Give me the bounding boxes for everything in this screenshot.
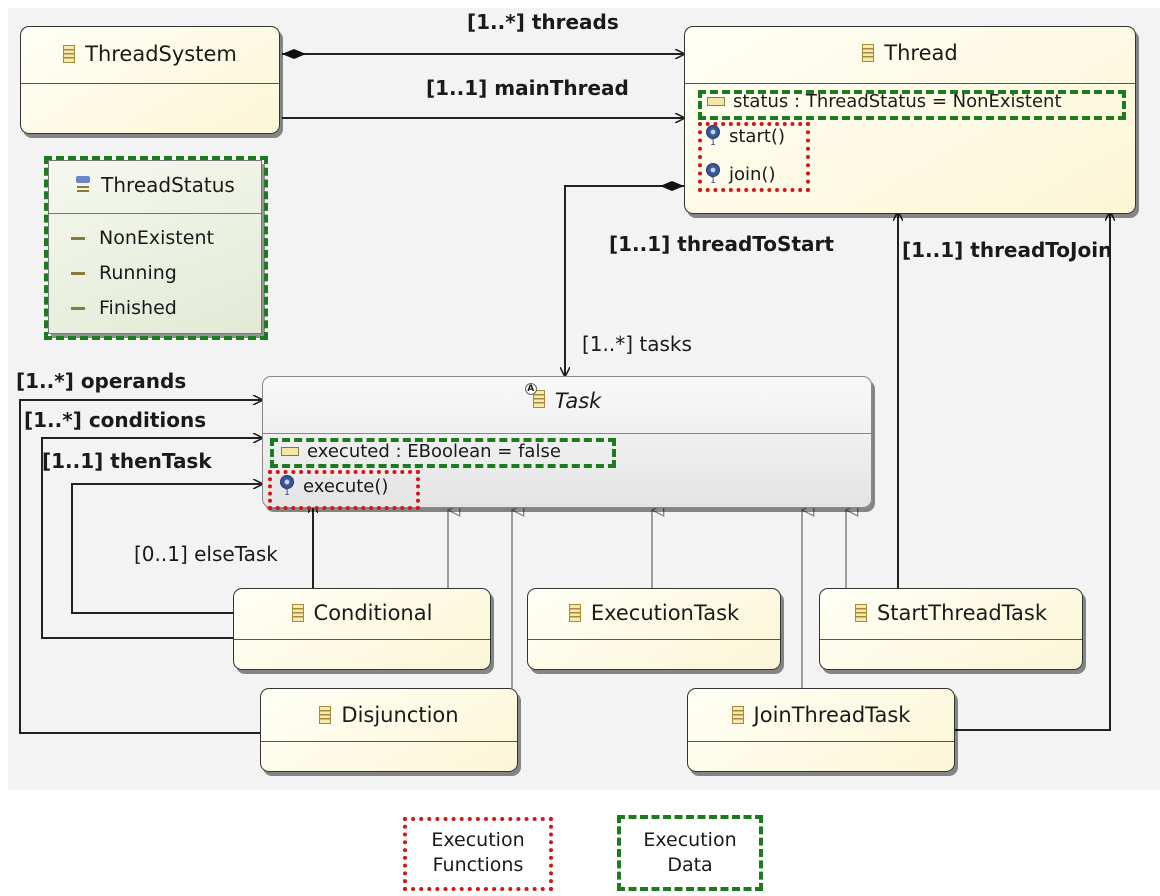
label-main-thread: [1..1] mainThread (426, 76, 629, 100)
enum-literal[interactable]: NonExistent (71, 227, 214, 249)
enum-literal[interactable]: Finished (71, 297, 177, 319)
label-threads: [1..*] threads (467, 10, 619, 34)
class-name: Disjunction (341, 703, 459, 727)
class-icon (862, 44, 875, 62)
operation-icon: 1 (705, 125, 721, 148)
class-disjunction[interactable]: Disjunction (260, 688, 518, 772)
operation-label: start() (729, 125, 785, 147)
class-execution-task[interactable]: ExecutionTask (527, 588, 781, 670)
literal-icon (71, 306, 85, 310)
operation-label: execute() (303, 475, 389, 497)
class-icon (532, 390, 545, 408)
class-icon (854, 604, 867, 622)
enumeration-icon (75, 176, 91, 194)
class-name: Task (554, 389, 602, 413)
attribute-label: status : ThreadStatus = NonExistent (733, 91, 1062, 112)
class-start-thread-task[interactable]: StartThreadTask (819, 588, 1083, 670)
operation-join[interactable]: 1 join() (705, 163, 776, 186)
class-icon (319, 706, 332, 724)
class-name: Conditional (313, 601, 433, 625)
legend-text: Data (667, 854, 713, 876)
label-else-task: [0..1] elseTask (134, 542, 278, 566)
execution-functions-box-task (268, 470, 420, 510)
label-thread-to-join: [1..1] threadToJoin (902, 238, 1113, 262)
attribute-label: executed : EBoolean = false (307, 441, 561, 462)
execution-functions-box-thread (698, 122, 810, 192)
literal-label: NonExistent (99, 227, 214, 249)
label-thread-to-start: [1..1] threadToStart (609, 232, 834, 256)
legend-execution-functions: Execution Functions (407, 828, 549, 878)
operation-execute[interactable]: 1 execute() (279, 475, 389, 498)
legend-execution-functions-box (403, 817, 553, 891)
legend-text: Execution (431, 829, 525, 851)
label-operands: [1..*] operands (16, 369, 187, 393)
attribute-status[interactable]: status : ThreadStatus = NonExistent (707, 91, 1062, 112)
operation-icon: 1 (705, 163, 721, 186)
attribute-icon (707, 97, 725, 106)
class-name: StartThreadTask (876, 601, 1048, 625)
execution-data-box-enum (44, 156, 268, 340)
label-tasks: [1..*] tasks (582, 332, 692, 356)
class-join-thread-task[interactable]: JoinThreadTask (687, 688, 955, 772)
literal-icon (71, 236, 85, 240)
class-icon (568, 604, 581, 622)
class-thread-system[interactable]: ThreadSystem (20, 26, 280, 134)
class-name: Thread (884, 41, 958, 65)
class-icon (731, 706, 744, 724)
class-task[interactable]: A Task executed : EBoolean = false 1 exe… (262, 376, 872, 508)
class-thread[interactable]: Thread status : ThreadStatus = NonExiste… (684, 26, 1136, 214)
enum-name: ThreadStatus (101, 173, 235, 197)
legend-execution-data: Execution Data (621, 828, 759, 878)
literal-label: Running (99, 262, 177, 284)
literal-icon (71, 271, 85, 275)
label-then-task: [1..1] thenTask (42, 449, 212, 473)
operation-start[interactable]: 1 start() (705, 125, 785, 148)
operation-label: join() (729, 163, 776, 185)
label-conditions: [1..*] conditions (24, 408, 207, 432)
class-icon (291, 604, 304, 622)
class-name: JoinThreadTask (753, 703, 911, 727)
class-icon (63, 45, 76, 63)
execution-data-box-task (270, 438, 616, 468)
execution-data-box-thread (698, 90, 1126, 120)
class-conditional[interactable]: Conditional (233, 588, 491, 670)
legend-text: Execution (643, 829, 737, 851)
legend-execution-data-box (617, 815, 763, 891)
literal-label: Finished (99, 297, 177, 319)
class-name: ExecutionTask (590, 601, 740, 625)
class-name: ThreadSystem (85, 42, 237, 66)
enum-thread-status[interactable]: ThreadStatus NonExistent Running Finishe… (48, 160, 262, 334)
enum-literal[interactable]: Running (71, 262, 177, 284)
attribute-icon (281, 447, 299, 456)
attribute-executed[interactable]: executed : EBoolean = false (281, 441, 561, 462)
legend-text: Functions (432, 854, 524, 876)
operation-icon: 1 (279, 475, 295, 498)
